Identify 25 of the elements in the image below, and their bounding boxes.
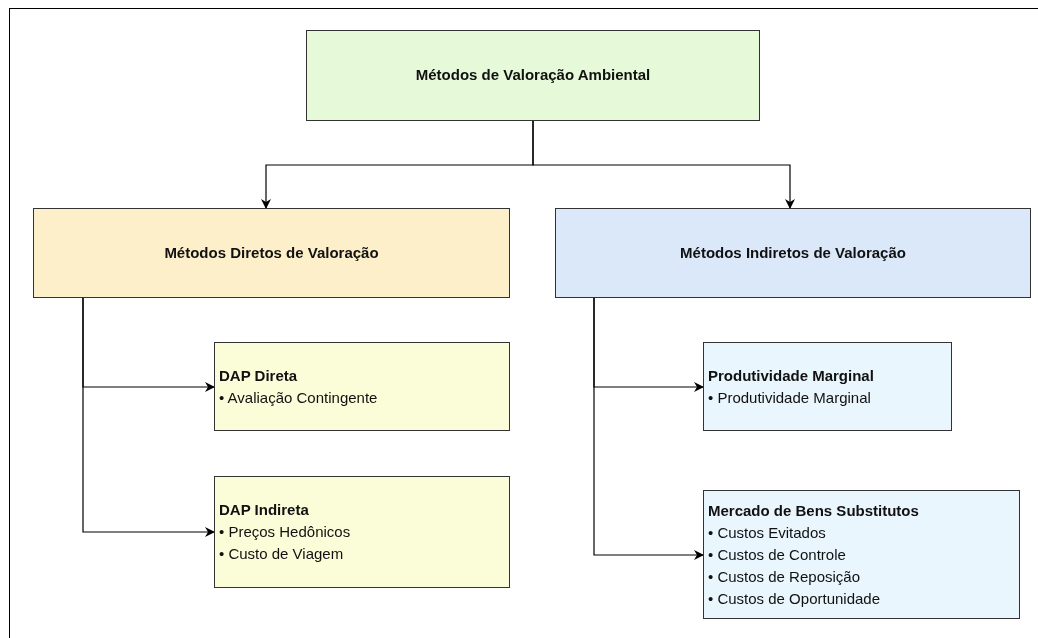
method-box: [214, 342, 510, 431]
box-title: Métodos de Valoração Ambiental: [415, 65, 651, 86]
arrow: [593, 297, 704, 560]
bullet-item: • Custos Evitados: [708, 522, 826, 543]
bullet-item: • Custos de Controle: [708, 544, 846, 565]
bullet-item: • Avaliação Contingente: [219, 387, 378, 408]
bullet-item: • Produtividade Marginal: [708, 387, 871, 408]
category-box: [555, 208, 1031, 298]
bullet-item: • Custos de Oportunidade: [708, 588, 881, 609]
box-title: Métodos Indiretos de Valoração: [680, 242, 906, 263]
box-title: Produtividade Marginal: [708, 365, 874, 386]
bullet-item: • Custos de Reposição: [708, 566, 860, 587]
bullet-item: • Preços Hedônicos: [219, 522, 351, 542]
method-box: [703, 490, 1020, 619]
box-title: DAP Indireta: [219, 500, 309, 520]
arrow: [532, 120, 795, 209]
box-title: Métodos Diretos de Valoração: [164, 242, 379, 263]
box-title: DAP Direta: [219, 365, 298, 386]
category-box: [306, 30, 760, 121]
arrow: [82, 297, 215, 537]
method-box: [214, 476, 510, 588]
method-box: [703, 342, 952, 431]
bullet-item: • Custo de Viagem: [219, 544, 344, 564]
box-title: Mercado de Bens Substitutos: [708, 500, 919, 521]
category-box: [33, 208, 510, 298]
